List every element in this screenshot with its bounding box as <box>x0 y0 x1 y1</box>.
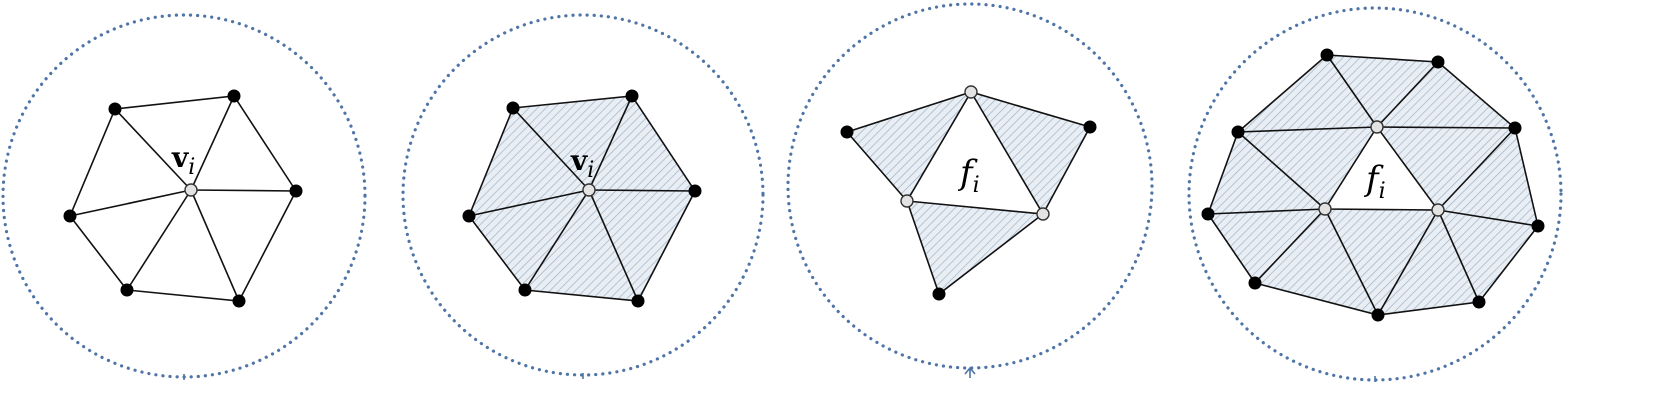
vertex-label: vi <box>570 144 594 183</box>
neighbor-vertex <box>1472 295 1486 309</box>
neighbor-vertex <box>1248 276 1262 290</box>
dotted-circle-boundary <box>786 2 1154 370</box>
neighbor-vertex <box>1083 120 1097 134</box>
boundary-tick-mark <box>964 366 976 378</box>
neighbor-vertex <box>462 209 476 223</box>
face-vertex <box>1036 207 1050 221</box>
mesh-vertices <box>1201 48 1545 322</box>
neighbor-vertex <box>506 101 520 115</box>
neighbor-vertex <box>631 294 645 308</box>
mesh-edges <box>1207 54 1539 316</box>
neighbor-vertex <box>227 89 241 103</box>
center-vertex <box>582 183 596 197</box>
neighbor-vertex <box>108 102 122 116</box>
mesh-vertices <box>63 89 303 308</box>
face-vertex <box>964 85 978 99</box>
neighbor-vertex <box>1231 125 1245 139</box>
panel-face-neighbors: fi <box>786 2 1154 378</box>
panel-vertex-neighborhood: vi <box>1 13 367 380</box>
dotted-circle-boundary <box>1 13 367 379</box>
neighbor-vertex <box>289 184 303 198</box>
neighbor-vertex <box>932 287 946 301</box>
neighbor-vertex <box>1531 219 1545 233</box>
hatched-faces <box>847 92 1090 294</box>
hatched-faces <box>469 96 695 301</box>
neighbor-vertex <box>688 184 702 198</box>
neighbor-vertex <box>120 283 134 297</box>
neighbor-vertex <box>232 294 246 308</box>
mesh-vertices <box>840 85 1097 301</box>
neighbor-vertex <box>1201 207 1215 221</box>
neighbor-vertex <box>625 89 639 103</box>
face-vertex <box>1318 202 1332 216</box>
mesh-edges <box>69 95 297 302</box>
vertex-label: vi <box>171 141 195 180</box>
face-vertex <box>900 194 914 208</box>
mesh-vertices <box>462 89 702 308</box>
neighbor-vertex <box>518 283 532 297</box>
face-vertex <box>1370 120 1384 134</box>
center-face <box>1325 127 1438 210</box>
face-vertex <box>1431 203 1445 217</box>
center-vertex <box>184 183 198 197</box>
neighbor-vertex <box>63 209 77 223</box>
panel-vertex-one-ring-faces: vi <box>401 13 765 379</box>
neighbor-vertex <box>840 125 854 139</box>
neighbor-vertex <box>1371 308 1385 322</box>
neighbor-vertex <box>1320 48 1334 62</box>
center-face <box>907 92 1043 214</box>
hatched-faces <box>1208 55 1538 315</box>
neighbor-vertex <box>1508 121 1522 135</box>
neighbor-vertex <box>1431 55 1445 69</box>
panel-face-one-ring: fi <box>1187 6 1563 382</box>
